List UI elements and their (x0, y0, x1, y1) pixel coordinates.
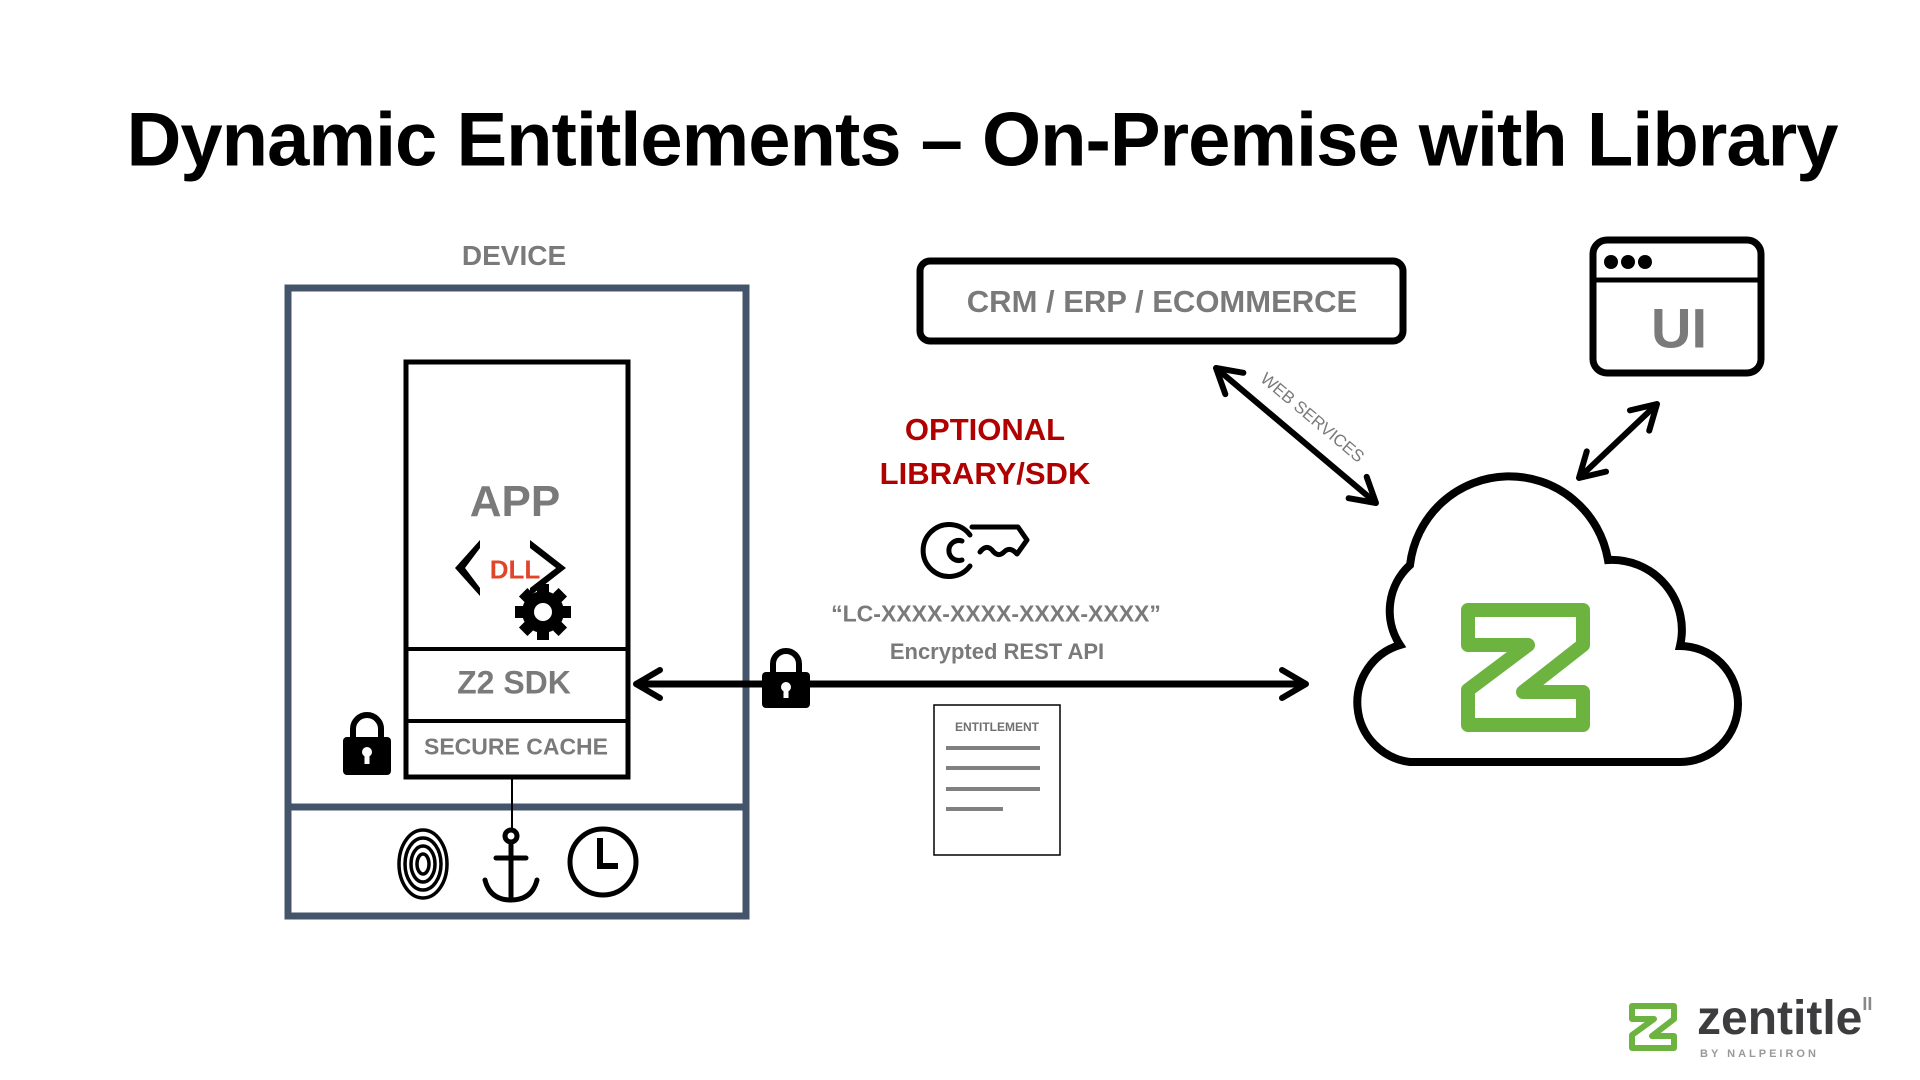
code-brackets-icon (455, 540, 566, 596)
cloud-icon (1353, 472, 1742, 766)
device-box (284, 284, 750, 920)
brand-wordmark: zentitle (1697, 992, 1863, 1045)
license-key-icon (920, 522, 1030, 579)
fingerprint-icon (397, 828, 449, 900)
app-box (403, 359, 631, 780)
zentitle-z-logo (1461, 603, 1590, 732)
lock-icon (762, 648, 810, 708)
dll-label: DLL (489, 554, 541, 585)
ui-arrow (1576, 401, 1660, 481)
brand-logo-icon (1629, 1003, 1677, 1051)
anchor-icon (482, 827, 540, 903)
api-label: Encrypted REST API (889, 639, 1105, 664)
secure-cache-label: SECURE CACHE (423, 733, 609, 760)
optional-label-line2: LIBRARY/SDK (879, 456, 1091, 491)
optional-label-line1: OPTIONAL (904, 412, 1066, 447)
brand-superscript: II (1862, 994, 1873, 1014)
page-title: Dynamic Entitlements – On-Premise with L… (126, 97, 1839, 183)
entitlement-document (933, 704, 1061, 856)
brand-byline: BY NALPEIRON (1700, 1048, 1819, 1060)
device-label: DEVICE (461, 240, 567, 271)
entitlement-label: ENTITLEMENT (955, 720, 1039, 734)
crm-label: CRM / ERP / ECOMMERCE (966, 284, 1358, 319)
clock-icon (567, 826, 639, 898)
ui-window-icon (1589, 236, 1765, 377)
lock-icon (343, 712, 391, 775)
ui-label: UI (1651, 296, 1707, 360)
crm-box (916, 257, 1407, 345)
license-key-text: “LC-XXXX-XXXX-XXXX-XXXX” (831, 600, 1161, 627)
z2-sdk-label: Z2 SDK (457, 664, 571, 701)
app-label: APP (469, 477, 561, 526)
gear-icon (515, 584, 571, 640)
brand-name: zentitleII (1697, 995, 1872, 1043)
web-services-arrow (1213, 365, 1379, 506)
